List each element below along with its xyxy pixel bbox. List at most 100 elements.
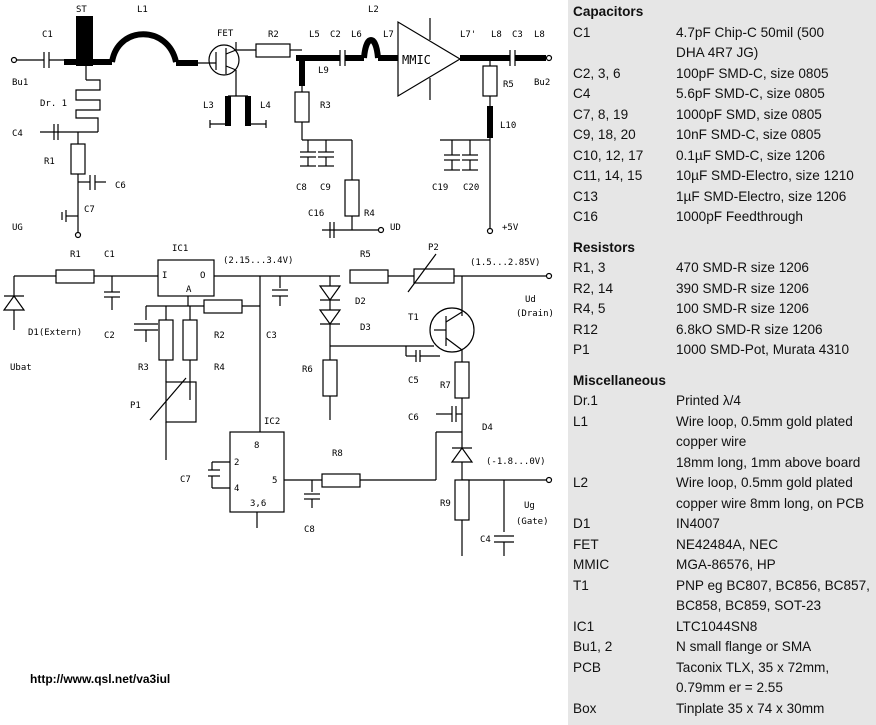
label-v-range3: (-1.8...0V)	[486, 457, 546, 467]
label-c19: C19	[432, 183, 448, 193]
label-ic1: IC1	[172, 244, 188, 254]
mmic-amplifier	[397, 20, 462, 98]
d4-diode	[450, 446, 474, 463]
part-value: MGA-86576, HP	[676, 557, 776, 572]
r6-resistor	[322, 359, 338, 397]
st-stub	[76, 16, 93, 66]
part-ref: D1	[573, 516, 591, 531]
website-url: http://www.qsl.net/va3iul	[30, 672, 171, 686]
part-value: 18mm long, 1mm above board	[676, 454, 861, 470]
r5-bottom-resistor	[349, 269, 389, 284]
label-r1-bottom: R1	[70, 250, 81, 260]
part-value: 0.79mm er = 2.55	[676, 680, 783, 695]
label-gate: (Gate)	[516, 517, 549, 527]
part-value: 470 SMD-R size 1206	[676, 260, 809, 275]
part-value: Wire loop, 0.5mm gold plated	[676, 475, 853, 490]
label-ic1-in: I	[162, 271, 167, 281]
part-value: Taconix TLX, 35 x 72mm,	[676, 659, 830, 675]
d1-diode	[2, 294, 26, 311]
schematic-diagram: ST L1 C1 FET R2 L2 L5 C2 L6 L7 MMIC L7' …	[2, 5, 554, 556]
label-d2: D2	[355, 297, 366, 307]
part-ref: Dr.1	[573, 393, 598, 408]
label-ic2-pin5: 5	[272, 476, 277, 486]
part-ref: PCB	[573, 659, 601, 675]
label-p1: P1	[130, 401, 141, 411]
label-r2-bottom: R2	[214, 331, 225, 341]
label-l3: L3	[203, 101, 214, 111]
part-value: 6.8kO SMD-R size 1206	[676, 321, 823, 337]
label-c9: C9	[320, 183, 331, 193]
label-c4: C4	[12, 129, 23, 139]
label-c5: C5	[408, 376, 419, 386]
label-r5-bottom: R5	[360, 250, 371, 260]
label-r3: R3	[320, 101, 331, 111]
part-ref: R1, 3	[573, 260, 606, 275]
label-p2: P2	[428, 243, 439, 253]
label-v-range2: (1.5...2.85V)	[470, 258, 540, 268]
label-c6-bottom: C6	[408, 413, 419, 423]
label-ic2-pin2: 2	[234, 458, 239, 468]
r4-bottom-resistor	[182, 319, 198, 361]
label-c1: C1	[42, 30, 53, 40]
label-ic2-pin4: 4	[234, 484, 239, 494]
label-ug-bottom: Ug	[524, 501, 535, 511]
label-r4-bottom: R4	[214, 363, 225, 373]
label-c20: C20	[463, 183, 479, 193]
label-bu1: Bu1	[12, 78, 28, 88]
part-value: 100 SMD-R size 1206	[676, 301, 809, 316]
label-r3-bottom: R3	[138, 363, 149, 373]
part-value: LTC1044SN8	[676, 618, 758, 634]
label-drain: (Drain)	[516, 309, 554, 319]
r8-resistor	[321, 473, 361, 488]
part-ref: R2, 14	[573, 280, 614, 296]
part-ref: L2	[573, 475, 589, 490]
part-ref: L1	[573, 413, 589, 429]
t1-transistor	[429, 307, 475, 353]
fet-transistor	[208, 44, 240, 76]
section-title: Resistors	[573, 239, 635, 255]
label-l8-right: L8	[534, 30, 545, 40]
r1-bottom-resistor	[55, 269, 95, 284]
section-title: Miscellaneous	[573, 372, 666, 388]
label-ic1-out: O	[200, 271, 205, 281]
bu2-connector	[545, 54, 553, 62]
section-title: Capacitors	[573, 4, 644, 19]
label-v-range1: (2.15...3.4V)	[223, 256, 293, 266]
label-t1: T1	[408, 313, 419, 323]
part-ref: Box	[573, 700, 597, 716]
r3-bottom-resistor	[158, 319, 174, 361]
label-c1-bottom: C1	[104, 250, 115, 260]
d3-diode	[318, 309, 342, 326]
part-ref: C1	[573, 24, 591, 40]
part-value: IN4007	[676, 516, 720, 531]
part-ref: Bu1, 2	[573, 639, 613, 654]
label-r7: R7	[440, 381, 451, 391]
bu1-connector	[10, 56, 18, 64]
label-l4: L4	[260, 101, 271, 111]
label-ic2-pin36: 3,6	[250, 499, 266, 509]
label-l7-prime: L7'	[460, 30, 476, 40]
part-ref: C13	[573, 188, 598, 204]
part-value: BC858, BC859, SOT-23	[676, 598, 822, 613]
label-r1: R1	[44, 157, 55, 167]
part-ref: C10, 12, 17	[573, 147, 644, 163]
part-value: 1000pF SMD, size 0805	[676, 106, 822, 122]
label-c2: C2	[330, 30, 341, 40]
label-mmic: MMIC	[402, 53, 431, 67]
part-ref: MMIC	[573, 557, 610, 572]
label-c6: C6	[115, 181, 126, 191]
part-value: Printed λ/4	[676, 393, 741, 408]
part-value: 4.7pF Chip-C 50mil (500	[676, 24, 825, 40]
label-r4: R4	[364, 209, 375, 219]
label-l10: L10	[500, 121, 516, 131]
part-value: 10nF SMD-C, size 0805	[676, 127, 822, 142]
label-c3: C3	[512, 30, 523, 40]
label-ud-bottom: Ud	[525, 295, 536, 305]
r9-resistor	[454, 479, 470, 521]
label-st: ST	[76, 5, 87, 15]
p1-potentiometer	[165, 381, 197, 423]
ic1-chip	[157, 259, 215, 297]
part-ref: C7, 8, 19	[573, 106, 629, 122]
part-value: 5.6pF SMD-C, size 0805	[676, 86, 825, 101]
